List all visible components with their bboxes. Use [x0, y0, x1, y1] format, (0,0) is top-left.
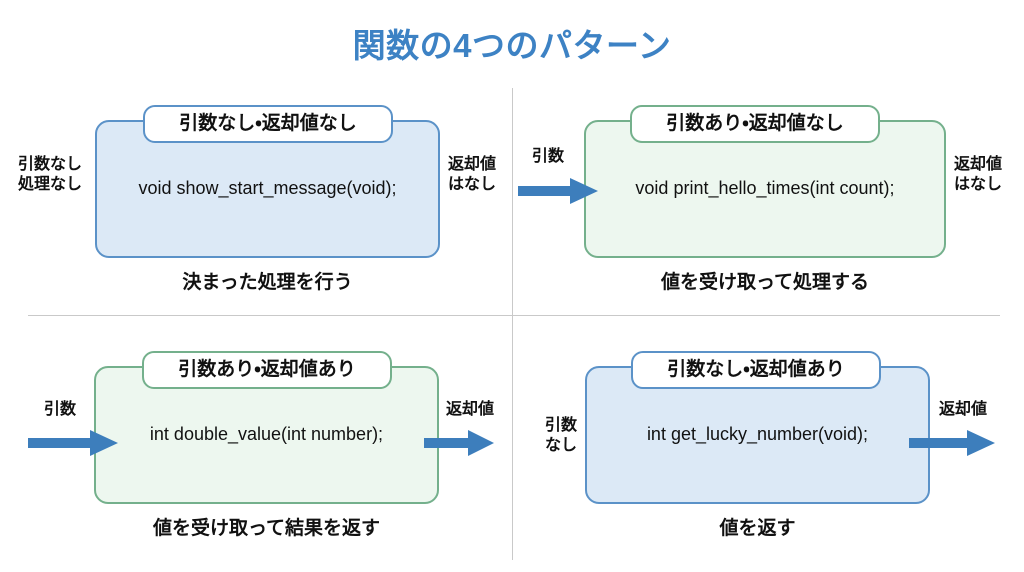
- right-note-q4: 返却値: [939, 400, 987, 420]
- function-box-q1: void show_start_message(void);: [95, 120, 440, 258]
- function-signature-q3: int double_value(int number);: [149, 424, 384, 444]
- left-note-line-2: 処理なし: [18, 176, 83, 193]
- left-note-line-1: 引数: [545, 417, 578, 434]
- function-signature-q2: void print_hello_times(int count);: [635, 178, 895, 198]
- badge-q2: 引数あり・返却値なし: [630, 105, 880, 143]
- badge-q3: 引数あり・返却値あり: [142, 351, 392, 389]
- right-note-line-1: 返却値: [939, 401, 988, 418]
- quadrant-arg-and-return: 引数 int double_value(int number); 引数あり・返却…: [0, 338, 512, 566]
- caption-q3: 値を受け取って結果を返す: [152, 518, 381, 539]
- right-note-line-1: 返却値: [448, 156, 497, 173]
- right-note-q3: 返却値: [446, 400, 494, 420]
- function-signature-q4: int get_lucky_number(void);: [646, 424, 869, 444]
- left-note-q3: 引数: [44, 400, 76, 420]
- right-note-q1: 返却値 はなし: [448, 155, 496, 195]
- out-arrow-q3: [424, 430, 494, 456]
- quadrant-arg-no-return: 引数 void print_hello_times(int count); 引数…: [512, 92, 1024, 320]
- caption-q2: 値を受け取って処理する: [660, 272, 870, 293]
- vertical-divider: [512, 88, 513, 560]
- out-arrow-q4: [909, 430, 995, 456]
- left-note-q2: 引数: [532, 147, 564, 167]
- function-box-q2: void print_hello_times(int count);: [584, 120, 946, 258]
- left-note-line-1: 引数: [532, 148, 565, 165]
- function-box-q3: int double_value(int number);: [94, 366, 439, 504]
- right-note-line-2: はなし: [954, 176, 1003, 193]
- badge-q1: 引数なし・返却値なし: [143, 105, 393, 143]
- quadrant-no-arg-no-return: 引数なし 処理なし void show_start_message(void);…: [0, 92, 512, 320]
- caption-q4: 値を返す: [719, 518, 796, 539]
- badge-q4: 引数なし・返却値あり: [631, 351, 881, 389]
- right-note-line-1: 返却値: [446, 401, 495, 418]
- in-arrow-q2: [518, 178, 598, 204]
- left-note-line-1: 引数なし: [18, 156, 83, 173]
- right-note-q2: 返却値 はなし: [954, 155, 1002, 195]
- in-arrow-q3: [28, 430, 118, 456]
- page-title: 関数の4つのパターン: [352, 27, 672, 64]
- left-note-q1: 引数なし 処理なし: [18, 155, 82, 195]
- caption-q1: 決まった処理を行う: [182, 272, 353, 293]
- left-note-line-2: なし: [545, 437, 578, 454]
- quadrant-no-arg-with-return: 引数 なし int get_lucky_number(void); 引数なし・返…: [512, 338, 1024, 566]
- function-signature-q1: void show_start_message(void);: [138, 178, 397, 198]
- horizontal-divider: [28, 315, 1000, 316]
- right-note-line-1: 返却値: [954, 156, 1003, 173]
- left-note-q4: 引数 なし: [545, 416, 577, 456]
- left-note-line-1: 引数: [44, 401, 77, 418]
- right-note-line-2: はなし: [448, 176, 497, 193]
